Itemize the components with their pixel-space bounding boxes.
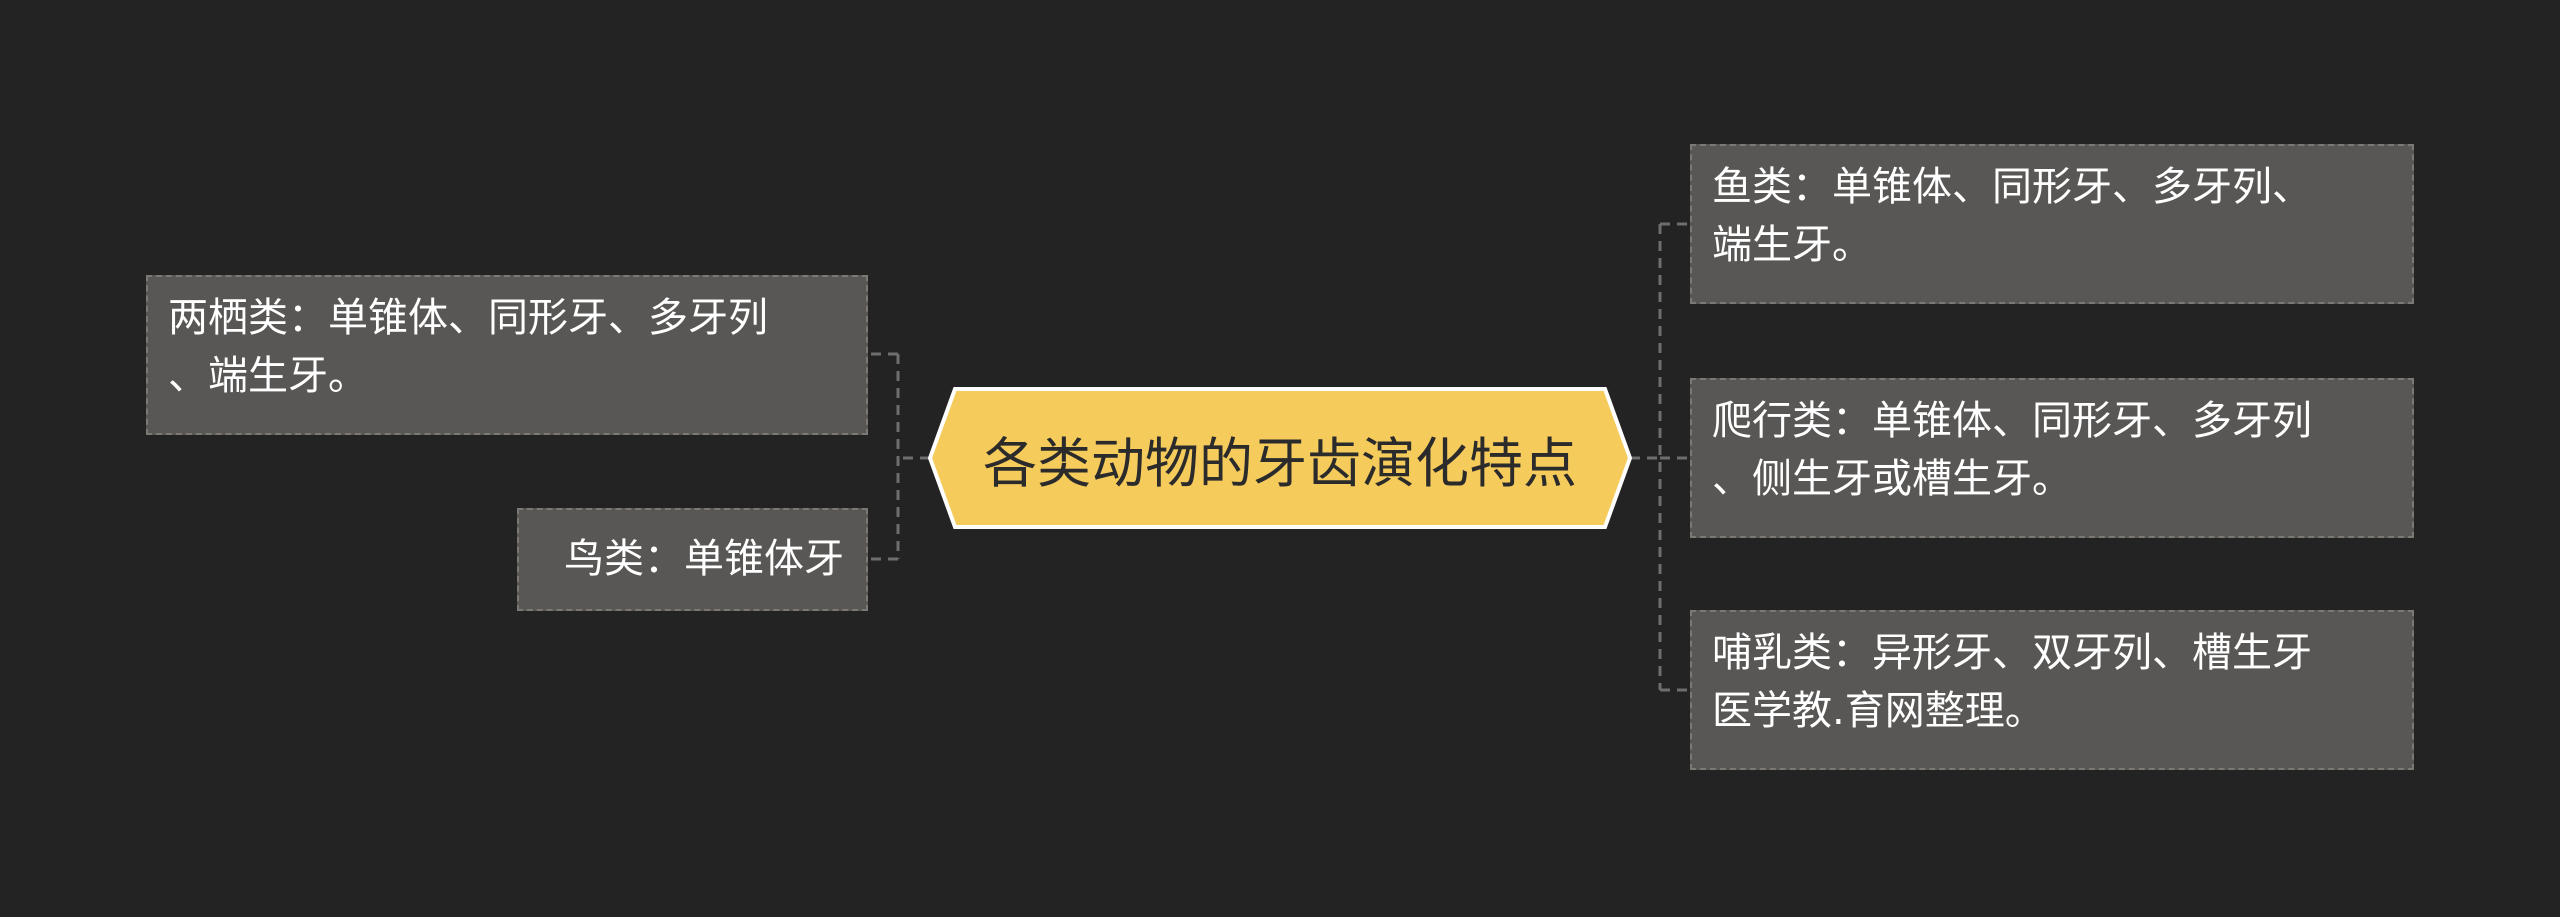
- branch-fish[interactable]: 鱼类：单锥体、同形牙、多牙列、 端生牙。: [1690, 144, 2414, 304]
- root-topic-title[interactable]: 各类动物的牙齿演化特点: [983, 431, 1577, 495]
- branch-reptiles[interactable]: 爬行类：单锥体、同形牙、多牙列 、侧生牙或槽生牙。: [1690, 378, 2414, 538]
- branch-mammals[interactable]: 哺乳类：异形牙、双牙列、槽生牙 医学教.育网整理。: [1690, 610, 2414, 770]
- root-hexagon: [927, 387, 1633, 529]
- branch-birds[interactable]: 鸟类：单锥体牙: [517, 508, 868, 611]
- branch-amphibians[interactable]: 两栖类：单锥体、同形牙、多牙列 、端生牙。: [146, 275, 868, 435]
